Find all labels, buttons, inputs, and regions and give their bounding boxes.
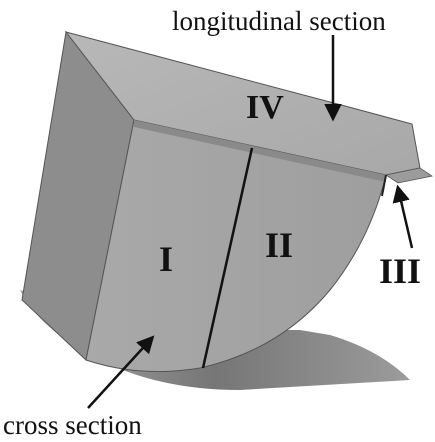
beam-top-lip: [134, 120, 386, 182]
region-divider-line: [201, 147, 254, 369]
region-3-edge-line: [381, 174, 387, 197]
flange-tip: [384, 167, 434, 184]
region-3-label: III: [379, 251, 421, 291]
beam-front-face: [85, 119, 387, 373]
cross-section-label: cross section: [3, 410, 142, 440]
cross-section-arrow: [87, 335, 155, 409]
region-2-label: II: [265, 225, 293, 265]
region-3-arrow: [392, 184, 414, 249]
longitudinal-section-label: longitudinal section: [172, 6, 386, 36]
region-1-label: I: [159, 239, 173, 279]
region-4-label: IV: [246, 89, 284, 126]
